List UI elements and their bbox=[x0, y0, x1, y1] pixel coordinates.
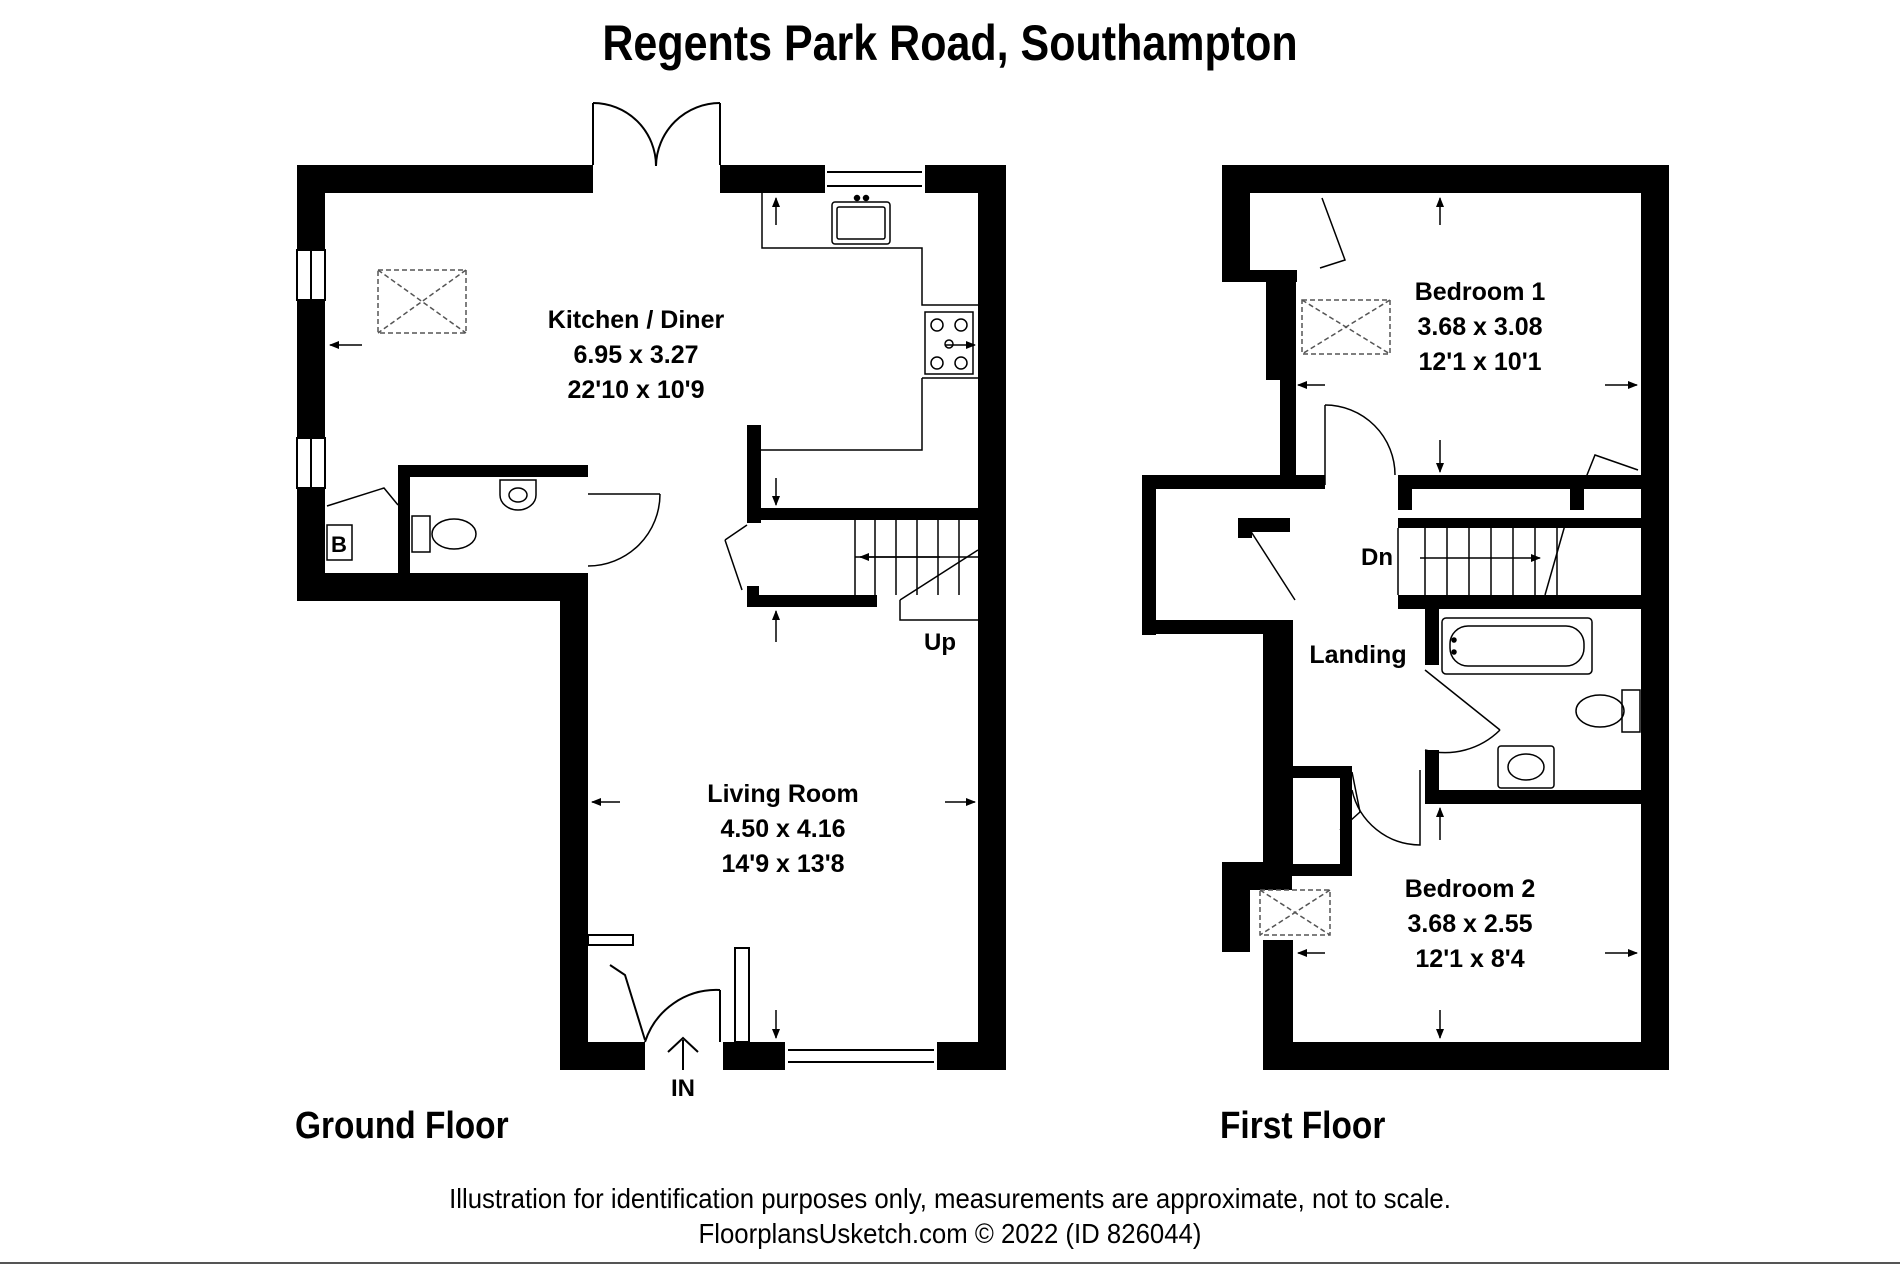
wall bbox=[747, 586, 759, 606]
wall bbox=[560, 1042, 645, 1070]
room-name-living: Living Room bbox=[707, 780, 858, 808]
wall bbox=[723, 1042, 788, 1070]
toilet bbox=[1621, 689, 1641, 733]
wall bbox=[297, 165, 593, 193]
ground-floor-plan: B Up IN bbox=[296, 102, 1006, 1102]
wall bbox=[1570, 475, 1584, 510]
basin bbox=[1497, 745, 1555, 789]
boiler-label: B bbox=[331, 532, 347, 557]
room-name-bedroom2: Bedroom 2 bbox=[1405, 875, 1536, 903]
toilet bbox=[411, 515, 431, 553]
wall bbox=[297, 573, 585, 601]
first-floor-walls bbox=[1142, 165, 1669, 1070]
wall bbox=[1222, 862, 1250, 952]
ground-floor-label: Ground Floor bbox=[295, 1105, 509, 1147]
disclaimer-text: Illustration for identification purposes… bbox=[449, 1183, 1451, 1214]
wall bbox=[1398, 475, 1412, 510]
wall bbox=[978, 165, 1006, 1070]
room-metric-bedroom2: 3.68 x 2.55 bbox=[1407, 910, 1532, 938]
wall bbox=[747, 595, 877, 607]
page-title: Regents Park Road, Southampton bbox=[602, 15, 1298, 71]
wall bbox=[1290, 766, 1352, 778]
entrance-door bbox=[587, 934, 750, 1043]
staircase bbox=[724, 520, 979, 621]
wall bbox=[1398, 475, 1641, 489]
wall bbox=[1263, 620, 1293, 868]
room-imperial-bedroom1: 12'1 x 10'1 bbox=[1418, 348, 1541, 376]
entrance-label: IN bbox=[671, 1075, 695, 1102]
room-metric-living: 4.50 x 4.16 bbox=[720, 815, 845, 843]
wall bbox=[1425, 750, 1439, 802]
wall bbox=[1285, 475, 1325, 489]
wall bbox=[297, 300, 325, 438]
stairs-up-label: Up bbox=[924, 629, 956, 656]
wall bbox=[1238, 518, 1252, 538]
wall bbox=[1398, 595, 1641, 609]
room-metric-bedroom1: 3.68 x 3.08 bbox=[1417, 313, 1542, 341]
wall bbox=[398, 465, 410, 575]
room-metric-kitchen: 6.95 x 3.27 bbox=[573, 341, 698, 369]
entrance-arrow bbox=[667, 1036, 699, 1070]
basin bbox=[499, 479, 537, 511]
first-floor-plan: Dn Bedroom 1 3.68 x 3.08 12'1 x 10'1 bbox=[1142, 165, 1669, 1070]
bath bbox=[1441, 617, 1593, 675]
boiler-cupboard bbox=[326, 487, 399, 561]
wall bbox=[1280, 370, 1296, 482]
wall bbox=[747, 508, 978, 520]
ground-floor-walls bbox=[297, 165, 1006, 1070]
wall bbox=[1142, 620, 1290, 634]
staircase bbox=[1397, 524, 1641, 596]
wall bbox=[1142, 475, 1292, 489]
hob bbox=[924, 311, 974, 375]
wall bbox=[297, 165, 325, 253]
dimension-arrows bbox=[1297, 197, 1638, 1039]
wall bbox=[560, 573, 588, 1070]
wall bbox=[1425, 790, 1641, 804]
sink bbox=[831, 201, 891, 245]
room-imperial-kitchen: 22'10 x 10'9 bbox=[567, 376, 704, 404]
wall bbox=[1142, 475, 1156, 635]
kitchen-units bbox=[761, 193, 978, 451]
stairs-down-label: Dn bbox=[1361, 544, 1393, 571]
wall bbox=[1425, 595, 1439, 665]
wall bbox=[1290, 864, 1352, 876]
room-name-kitchen: Kitchen / Diner bbox=[548, 306, 725, 334]
credit-text: FloorplansUsketch.com © 2022 (ID 826044) bbox=[698, 1218, 1202, 1249]
window bbox=[296, 165, 937, 1070]
first-floor-label: First Floor bbox=[1220, 1105, 1386, 1147]
room-imperial-bedroom2: 12'1 x 8'4 bbox=[1415, 945, 1524, 973]
wc-fixtures bbox=[411, 479, 661, 567]
wall bbox=[1398, 518, 1641, 528]
wall bbox=[1340, 766, 1352, 876]
skylight bbox=[377, 269, 467, 334]
wall bbox=[747, 425, 761, 523]
bathroom-fixtures bbox=[1441, 617, 1641, 789]
room-name-landing: Landing bbox=[1309, 641, 1406, 669]
first-floor-doors bbox=[1249, 197, 1639, 846]
french-doors bbox=[592, 102, 721, 167]
room-imperial-living: 14'9 x 13'8 bbox=[721, 850, 844, 878]
wall bbox=[398, 465, 588, 477]
room-name-bedroom1: Bedroom 1 bbox=[1415, 278, 1546, 306]
bottom-rule bbox=[0, 1262, 1900, 1264]
wall bbox=[1222, 165, 1669, 193]
wall bbox=[1263, 1042, 1669, 1070]
wall bbox=[1641, 165, 1669, 1070]
skylight bbox=[1259, 299, 1391, 936]
wall bbox=[1266, 270, 1296, 380]
wall bbox=[1222, 165, 1250, 273]
dimension-arrows bbox=[329, 197, 976, 1039]
